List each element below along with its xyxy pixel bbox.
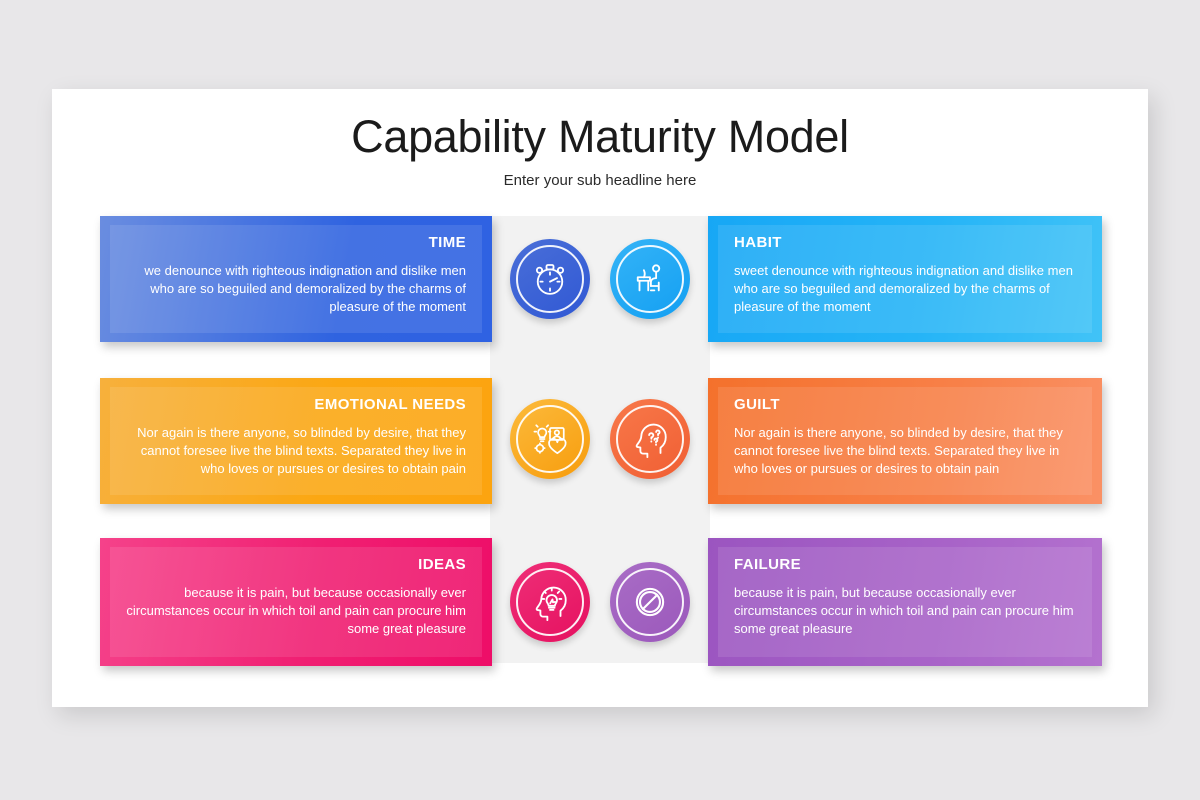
card-inner-panel [718,225,1092,333]
icon-row-1 [490,229,710,329]
page-subtitle: Enter your sub headline here [503,172,697,189]
stopwatch-icon[interactable] [510,239,590,319]
head-question-marks-glyph [635,423,667,459]
card-inner-panel [110,387,482,495]
card-habit[interactable]: HABIT sweet denounce with righteous indi… [708,216,1102,342]
prohibition-glyph [635,587,665,617]
card-body: HABIT sweet denounce with righteous indi… [708,216,1102,342]
icon-row-2 [490,389,710,489]
card-inner-panel [110,225,482,333]
card-ideas[interactable]: IDEAS because it is pain, but because oc… [100,538,492,666]
card-inner-panel [718,547,1092,657]
card-body: FAILURE because it is pain, but because … [708,538,1102,666]
card-description: Nor again is there anyone, so blinded by… [734,425,1063,476]
card-body: TIME we denounce with righteous indignat… [100,216,492,342]
card-inner-panel [718,387,1092,495]
card-guilt[interactable]: GUILT Nor again is there anyone, so blin… [708,378,1102,504]
card-body: GUILT Nor again is there anyone, so blin… [708,378,1102,504]
head-lightbulb-glyph [535,586,567,622]
person-at-desk-icon[interactable] [610,239,690,319]
card-label: EMOTIONAL NEEDS [314,396,466,413]
prohibition-sign-icon[interactable] [610,562,690,642]
card-description: Nor again is there anyone, so blinded by… [137,425,466,476]
card-body: EMOTIONAL NEEDS Nor again is there anyon… [100,378,492,504]
card-label: TIME [428,234,466,251]
card-description: sweet denounce with righteous indignatio… [734,263,1073,314]
card-body: IDEAS because it is pain, but because oc… [100,538,492,666]
card-description: we denounce with righteous indignation a… [144,263,466,314]
emotional-needs-glyph [533,424,567,455]
card-label: IDEAS [418,556,466,573]
card-label: GUILT [734,396,780,413]
icon-column [490,216,710,663]
card-description: because it is pain, but because occasion… [126,585,466,636]
card-label: HABIT [734,234,782,251]
emotional-needs-icon[interactable] [510,399,590,479]
person-at-desk-glyph [636,264,661,292]
head-lightbulb-icon[interactable] [510,562,590,642]
slide-canvas: Capability Maturity Model Enter your sub… [52,89,1148,707]
head-question-marks-icon[interactable] [610,399,690,479]
page-title: Capability Maturity Model [351,111,849,162]
icon-row-3 [490,552,710,652]
stopwatch-glyph [535,264,565,295]
card-description: because it is pain, but because occasion… [734,585,1074,636]
card-emotional-needs[interactable]: EMOTIONAL NEEDS Nor again is there anyon… [100,378,492,504]
card-label: FAILURE [734,556,801,573]
card-inner-panel [110,547,482,657]
card-time[interactable]: TIME we denounce with righteous indignat… [100,216,492,342]
card-failure[interactable]: FAILURE because it is pain, but because … [708,538,1102,666]
